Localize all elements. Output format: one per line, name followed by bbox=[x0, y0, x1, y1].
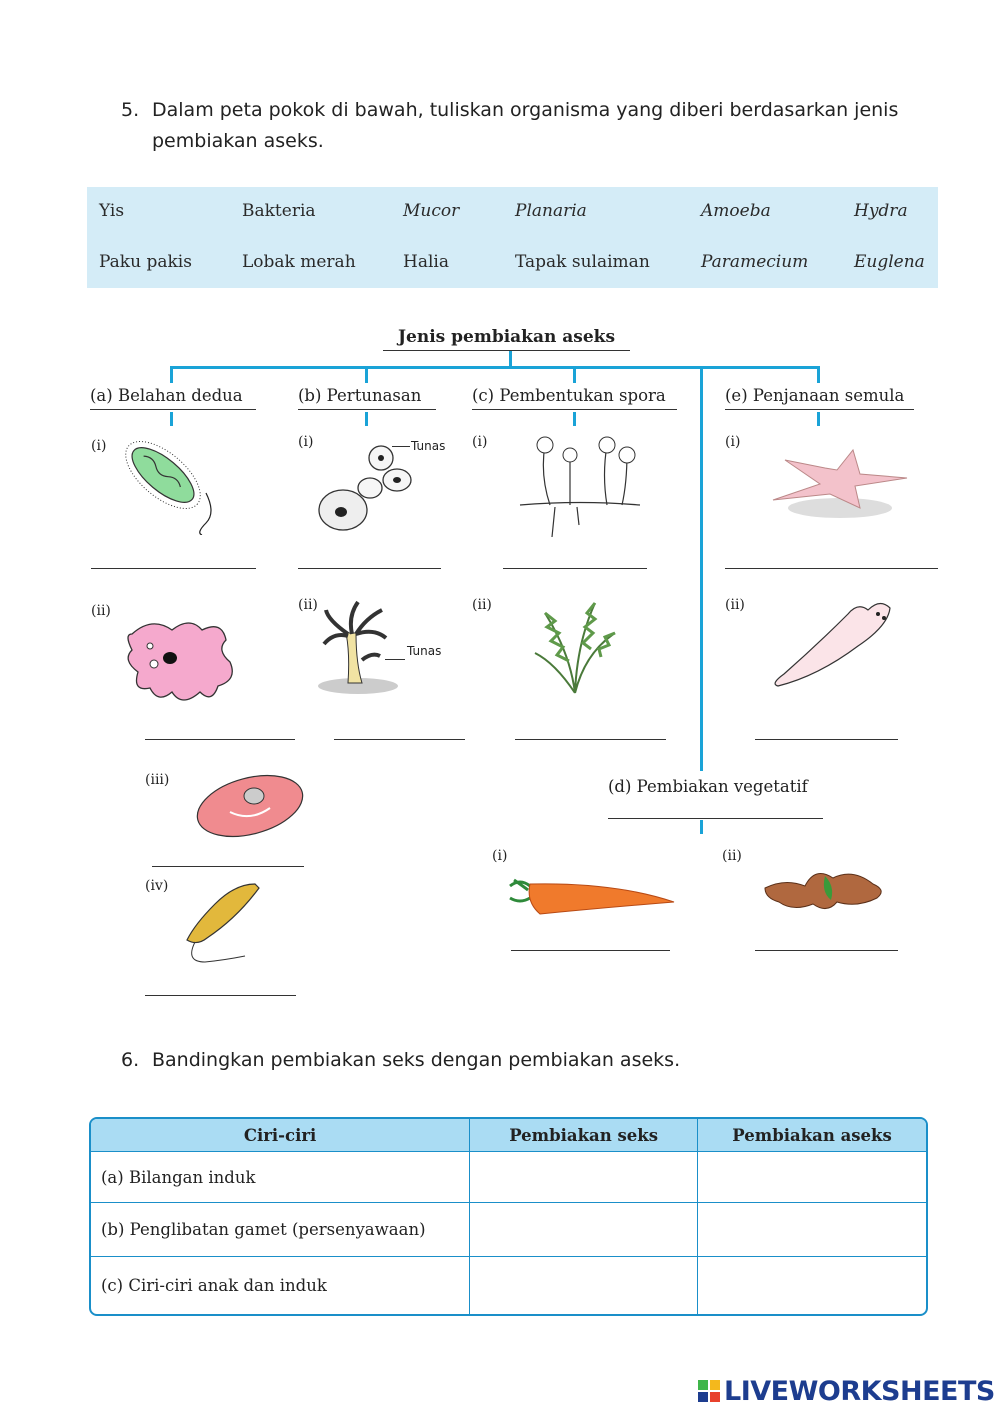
branch-line bbox=[170, 366, 173, 383]
item-label: (ii) bbox=[472, 597, 492, 613]
branch-line bbox=[365, 366, 368, 383]
yeast-illustration bbox=[315, 440, 415, 535]
ginger-illustration bbox=[755, 862, 890, 922]
tree-title: Jenis pembiakan aseks bbox=[383, 327, 630, 351]
answer-line[interactable] bbox=[755, 739, 898, 740]
answer-line[interactable] bbox=[755, 950, 898, 951]
hydra-illustration bbox=[318, 598, 408, 698]
category-budding: (b) Pertunasan bbox=[298, 386, 436, 410]
question-6: 6. Bandingkan pembiakan seks dengan pemb… bbox=[121, 1045, 921, 1077]
answer-line[interactable] bbox=[503, 568, 647, 569]
item-label: (iii) bbox=[145, 772, 169, 788]
amoeba-illustration bbox=[112, 614, 242, 704]
category-vegetative: (d) Pembiakan vegetatif bbox=[608, 777, 823, 800]
word-item: Hydra bbox=[854, 201, 908, 221]
word-item: Euglena bbox=[854, 252, 925, 272]
table-cell: (c) Ciri-ciri anak dan induk bbox=[91, 1257, 470, 1314]
answer-cell[interactable] bbox=[470, 1152, 698, 1203]
word-item: Planaria bbox=[515, 201, 587, 221]
item-label: (i) bbox=[472, 434, 487, 450]
branch-line bbox=[573, 412, 576, 426]
comparison-table: Ciri-ciri Pembiakan seks Pembiakan aseks… bbox=[89, 1117, 928, 1316]
item-label: (ii) bbox=[298, 597, 318, 613]
item-label: (iv) bbox=[145, 878, 168, 894]
question-text: Dalam peta pokok di bawah, tuliskan orga… bbox=[152, 95, 912, 157]
item-label: (ii) bbox=[722, 848, 742, 864]
branch-line bbox=[817, 366, 820, 383]
table-row: (a) Bilangan induk bbox=[91, 1152, 926, 1203]
category-binary-fission: (a) Belahan dedua bbox=[90, 386, 256, 410]
table-cell: (a) Bilangan induk bbox=[91, 1152, 470, 1203]
starfish-illustration bbox=[765, 448, 915, 520]
euglena-illustration bbox=[185, 880, 270, 965]
bud-label: Tunas bbox=[407, 644, 441, 658]
column-header: Pembiakan seks bbox=[470, 1119, 698, 1152]
table-row: (b) Penglibatan gamet (persenyawaan) bbox=[91, 1203, 926, 1257]
fern-illustration bbox=[530, 598, 620, 698]
question-text: Bandingkan pembiakan seks dengan pembiak… bbox=[152, 1045, 912, 1076]
category-regeneration: (e) Penjanaan semula bbox=[725, 386, 914, 410]
item-label: (ii) bbox=[725, 597, 745, 613]
brand-mark-icon bbox=[698, 1380, 720, 1402]
category-underline bbox=[608, 818, 823, 819]
answer-line[interactable] bbox=[298, 568, 441, 569]
item-label: (ii) bbox=[91, 603, 111, 619]
question-number: 5. bbox=[121, 95, 139, 126]
answer-cell[interactable] bbox=[698, 1203, 926, 1257]
question-number: 6. bbox=[121, 1045, 139, 1076]
question-5: 5. Dalam peta pokok di bawah, tuliskan o… bbox=[121, 95, 921, 159]
word-bank bbox=[87, 187, 938, 288]
answer-line[interactable] bbox=[511, 950, 670, 951]
word-item: Yis bbox=[99, 201, 124, 221]
answer-line[interactable] bbox=[145, 739, 295, 740]
brand-name: LIVEWORKSHEETS bbox=[724, 1376, 995, 1407]
column-header: Pembiakan aseks bbox=[698, 1119, 926, 1152]
pointer-line bbox=[385, 659, 405, 660]
word-item: Halia bbox=[403, 252, 449, 272]
paramecium-illustration bbox=[190, 768, 310, 843]
bacterium-illustration bbox=[118, 435, 228, 535]
table-row: (c) Ciri-ciri anak dan induk bbox=[91, 1257, 926, 1314]
answer-cell[interactable] bbox=[698, 1257, 926, 1314]
answer-cell[interactable] bbox=[470, 1203, 698, 1257]
carrot-illustration bbox=[508, 876, 678, 921]
brand-logo: LIVEWORKSHEETS bbox=[698, 1376, 995, 1407]
answer-line[interactable] bbox=[91, 568, 256, 569]
word-item: Bakteria bbox=[242, 201, 316, 221]
item-label: (i) bbox=[492, 848, 507, 864]
item-label: (i) bbox=[91, 438, 106, 454]
mucor-illustration bbox=[515, 435, 645, 540]
item-label: (i) bbox=[298, 434, 313, 450]
planaria-illustration bbox=[770, 598, 905, 693]
item-label: (i) bbox=[725, 434, 740, 450]
branch-line bbox=[573, 366, 576, 383]
branch-line bbox=[365, 412, 368, 426]
word-item: Paramecium bbox=[701, 252, 808, 272]
word-item: Mucor bbox=[403, 201, 459, 221]
word-item: Paku pakis bbox=[99, 252, 192, 272]
branch-line bbox=[700, 366, 703, 771]
table-cell: (b) Penglibatan gamet (persenyawaan) bbox=[91, 1203, 470, 1257]
word-item: Amoeba bbox=[701, 201, 771, 221]
category-spore-formation: (c) Pembentukan spora bbox=[472, 386, 677, 410]
answer-line[interactable] bbox=[145, 995, 296, 996]
answer-line[interactable] bbox=[725, 568, 938, 569]
table-header-row: Ciri-ciri Pembiakan seks Pembiakan aseks bbox=[91, 1119, 926, 1152]
answer-line[interactable] bbox=[515, 739, 666, 740]
branch-line bbox=[817, 412, 820, 426]
word-item: Tapak sulaiman bbox=[515, 252, 650, 272]
pointer-line bbox=[392, 446, 410, 447]
column-header: Ciri-ciri bbox=[91, 1119, 470, 1152]
branch-line bbox=[700, 820, 703, 834]
answer-cell[interactable] bbox=[470, 1257, 698, 1314]
answer-line[interactable] bbox=[152, 866, 304, 867]
branch-line bbox=[170, 412, 173, 426]
answer-line[interactable] bbox=[334, 739, 465, 740]
branch-line bbox=[170, 366, 820, 369]
answer-cell[interactable] bbox=[698, 1152, 926, 1203]
word-item: Lobak merah bbox=[242, 252, 356, 272]
bud-label: Tunas bbox=[411, 439, 445, 453]
